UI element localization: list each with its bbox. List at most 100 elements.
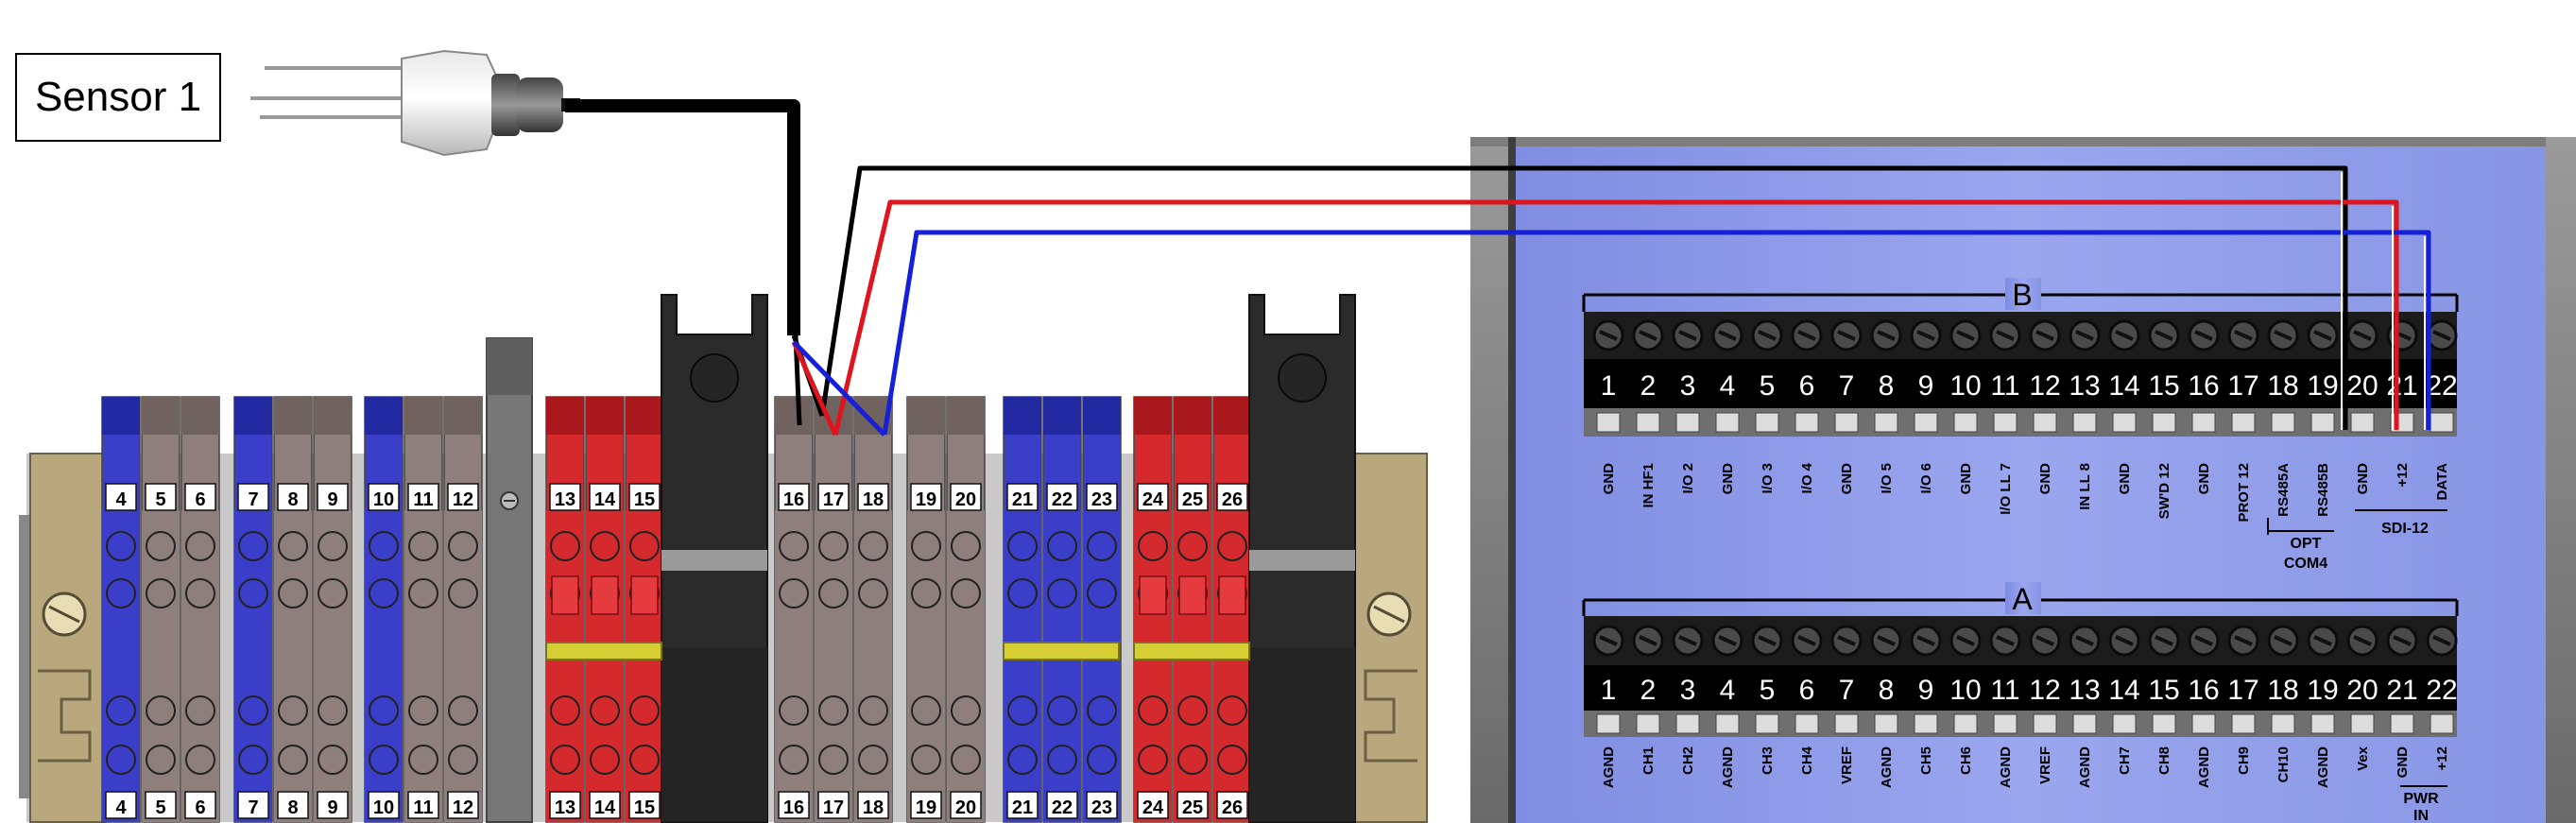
terminal-number: 14 [2108, 370, 2139, 402]
strip-top-label: 22 [1052, 489, 1073, 510]
terminal-number: 3 [1680, 675, 1696, 706]
terminal-block [313, 396, 352, 823]
strip-top-label: 19 [916, 489, 936, 510]
terminal-number: 6 [1799, 675, 1815, 706]
terminal-label: GND [2395, 746, 2411, 779]
terminal-label: AGND [2196, 746, 2212, 788]
terminal-number: 6 [1799, 370, 1815, 402]
terminal-block [853, 396, 893, 823]
strip-top-label: 8 [287, 489, 298, 510]
terminal-number: 17 [2227, 370, 2258, 402]
strip-bottom-label: 4 [115, 797, 127, 818]
terminal-label: GND [2355, 463, 2371, 495]
terminal-label: VREF [1839, 746, 1855, 784]
terminal-label: AGND [1879, 746, 1895, 788]
terminal-block [404, 396, 443, 823]
terminal-label: AGND [2315, 746, 2331, 788]
terminal-label: GND [1839, 463, 1855, 495]
terminal-number: 12 [2029, 370, 2060, 402]
terminal-label: CH8 [2156, 746, 2172, 775]
end-clamp-left [19, 453, 107, 823]
terminal-number: 4 [1720, 370, 1736, 402]
sensor-label: Sensor 1 [15, 53, 221, 142]
strip-bottom-label: 25 [1182, 797, 1203, 818]
terminal-number: 11 [1990, 370, 2019, 402]
terminal-label: PROT 12 [2236, 463, 2252, 523]
terminal-number: 9 [1918, 370, 1934, 402]
end-clamp-right [1350, 453, 1428, 823]
strip-bottom-label: 22 [1052, 797, 1073, 818]
terminal-label: CH9 [2236, 746, 2252, 775]
strip-bottom-label: 9 [327, 797, 337, 818]
terminal-label: CH7 [2117, 746, 2133, 775]
terminal-label: GND [1958, 463, 1974, 495]
terminal-number: 3 [1680, 370, 1696, 402]
strip-top-label: 10 [373, 489, 394, 510]
strip-top-label: 24 [1142, 489, 1164, 510]
terminal-label: +12 [2395, 463, 2411, 487]
strip-bottom-label: 17 [823, 797, 844, 818]
jumper-bridge-13-15 [545, 642, 662, 660]
terminal-block [1173, 396, 1212, 823]
strip-bottom-label: 19 [916, 797, 936, 818]
terminal-number: 15 [2148, 675, 2179, 706]
terminal-number: 9 [1918, 675, 1934, 706]
row-a-title: A [2012, 582, 2033, 616]
sensor-label-text: Sensor 1 [34, 74, 202, 120]
strip-bottom-label: 8 [287, 797, 298, 818]
strip-bottom-label: 21 [1012, 797, 1033, 818]
strip-top-label: 15 [634, 489, 655, 510]
terminal-label: I/O 6 [1918, 463, 1934, 494]
terminal-label: Vex [2355, 746, 2371, 771]
terminal-block [1042, 396, 1082, 823]
strip-top-label: 25 [1182, 489, 1203, 510]
terminal-label: CH4 [1799, 746, 1815, 775]
sensor-cable [565, 99, 800, 335]
terminal-number: 13 [2069, 370, 2100, 402]
terminal-label: CH3 [1760, 746, 1776, 775]
terminal-block [273, 396, 313, 823]
sensor-probe [250, 49, 580, 157]
terminal-number: 5 [1760, 370, 1776, 402]
terminal-label: RS485A [2275, 463, 2292, 517]
terminal-block [180, 396, 220, 823]
terminal-label: SW'D 12 [2156, 463, 2172, 519]
jumper-bridge-21-23 [1003, 642, 1120, 660]
terminal-block [1082, 396, 1122, 823]
terminal-number: 7 [1839, 370, 1855, 402]
terminal-number: 1 [1601, 675, 1617, 706]
terminal-label: VREF [2037, 746, 2053, 784]
strip-bottom-label: 5 [155, 797, 165, 818]
terminal-block [946, 396, 986, 823]
terminal-label: RS485B [2315, 463, 2331, 517]
terminal-label: I/O 5 [1879, 463, 1895, 494]
terminal-number: 5 [1760, 675, 1776, 706]
terminal-label: GND [1601, 463, 1617, 495]
terminal-label: I/O 3 [1760, 463, 1776, 494]
row-b-sdi12-label: SDI-12 [2381, 521, 2429, 537]
strip-top-label: 18 [863, 489, 884, 510]
terminal-number: 8 [1879, 675, 1895, 706]
strip-top-label: 20 [955, 489, 976, 510]
terminal-block [364, 396, 404, 823]
terminal-block [443, 396, 483, 823]
terminal-label: CH5 [1918, 746, 1934, 775]
terminal-label: CH1 [1640, 746, 1657, 775]
separator-plate [486, 337, 533, 823]
terminal-label: CH10 [2275, 746, 2292, 782]
strip-bottom-label: 24 [1142, 797, 1164, 818]
terminal-label: AGND [2077, 746, 2093, 788]
strip-top-label: 13 [555, 489, 575, 510]
terminal-block [1133, 396, 1173, 823]
wire-red [791, 199, 2399, 437]
terminal-number: 15 [2148, 370, 2179, 402]
terminal-number: 14 [2108, 675, 2139, 706]
row-a-pwr-label: PWR [2403, 791, 2439, 807]
strip-bottom-label: 16 [783, 797, 804, 818]
terminal-block [814, 396, 853, 823]
terminal-number: 18 [2267, 675, 2298, 706]
strip-bottom-label: 14 [594, 797, 616, 818]
strip-bottom-label: 20 [955, 797, 976, 818]
